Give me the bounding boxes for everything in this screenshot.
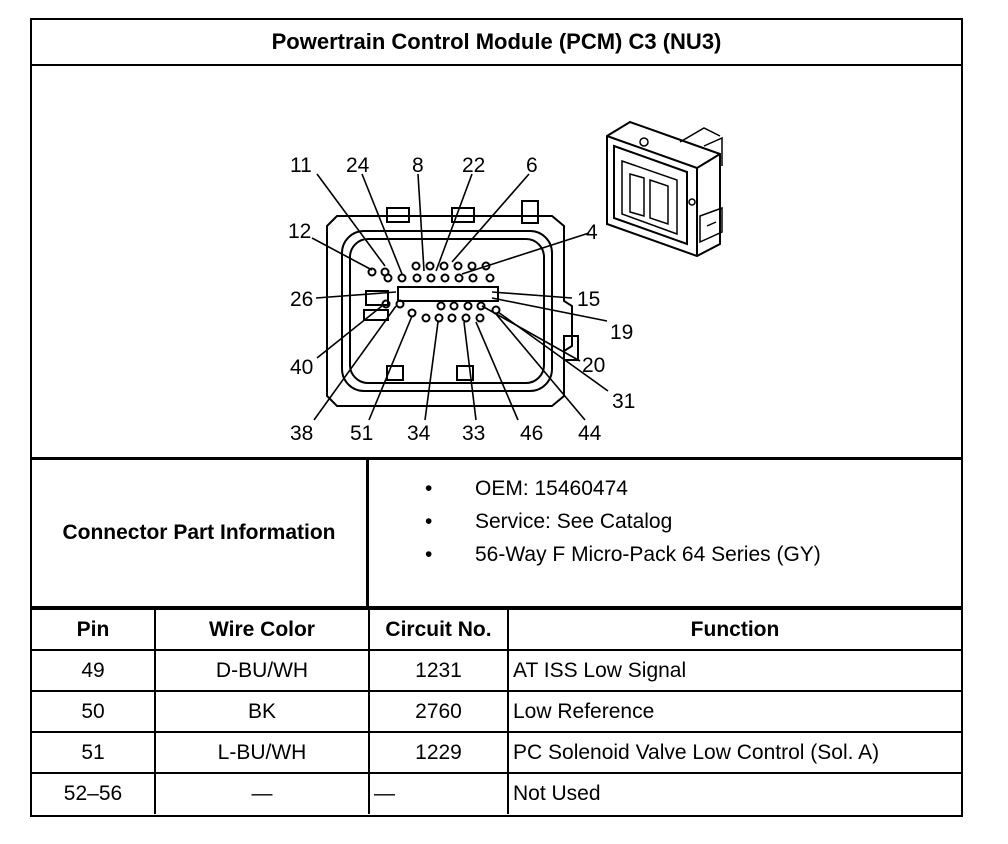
bullet-icon: • xyxy=(425,510,433,533)
cell-circuit-no: 1229 xyxy=(368,731,509,774)
pin-label-19: 19 xyxy=(610,321,633,344)
leader-4 xyxy=(461,232,590,275)
leader-31 xyxy=(497,311,609,392)
col-header-pin: Pin xyxy=(32,608,156,651)
pin-label-11: 11 xyxy=(290,154,312,177)
leader-20 xyxy=(481,305,581,362)
lock-tab xyxy=(451,207,475,223)
info-item-text: 56-Way F Micro-Pack 64 Series (GY) xyxy=(475,543,821,566)
leader-11 xyxy=(316,173,386,267)
cell-pin: 51 xyxy=(32,731,156,774)
pin-label-12: 12 xyxy=(288,220,311,243)
cell-function: Not Used xyxy=(507,772,961,814)
connector-3d-illustration xyxy=(606,120,723,258)
lock-tab xyxy=(386,207,410,223)
table-row: 49 D-BU/WH 1231 AT ISS Low Signal xyxy=(32,649,961,692)
leader-6 xyxy=(451,173,530,263)
leader-8 xyxy=(417,173,425,272)
pinout-sheet: Powertrain Control Module (PCM) C3 (NU3) xyxy=(30,18,963,817)
table-row: 50 BK 2760 Low Reference xyxy=(32,690,961,733)
side-latch xyxy=(563,335,579,361)
leader-26 xyxy=(315,291,397,299)
pin-label-33: 33 xyxy=(462,422,485,445)
col-header-wire-color: Wire Color xyxy=(154,608,370,651)
pin-label-24: 24 xyxy=(346,154,370,177)
pin-table: Pin Wire Color Circuit No. Function 49 D… xyxy=(32,608,961,814)
pin-label-46: 46 xyxy=(520,422,543,445)
info-item-service: • Service: See Catalog xyxy=(369,505,961,538)
leader-46 xyxy=(475,321,519,421)
pin-label-4: 4 xyxy=(586,221,598,244)
col-header-function: Function xyxy=(507,608,961,651)
table-row: 52–56 — — Not Used xyxy=(32,772,961,814)
leader-24 xyxy=(361,173,403,275)
cell-wire-color: — xyxy=(154,772,370,814)
cell-pin: 49 xyxy=(32,649,156,692)
leader-38 xyxy=(313,305,397,421)
pin-label-40: 40 xyxy=(290,356,313,379)
pin-label-34: 34 xyxy=(407,422,431,445)
info-item-text: Service: See Catalog xyxy=(475,510,673,533)
cell-wire-color: L-BU/WH xyxy=(154,731,370,774)
leader-33 xyxy=(463,321,477,421)
page-title: Powertrain Control Module (PCM) C3 (NU3) xyxy=(32,20,961,66)
bullet-icon: • xyxy=(425,477,433,500)
leader-19 xyxy=(491,297,608,322)
cell-wire-color: D-BU/WH xyxy=(154,649,370,692)
center-key xyxy=(397,286,499,302)
cell-circuit-no: 1231 xyxy=(368,649,509,692)
connector-part-info-list: • OEM: 15460474 • Service: See Catalog •… xyxy=(369,460,961,606)
leader-34 xyxy=(424,321,439,421)
leader-44 xyxy=(495,313,586,421)
pin-label-8: 8 xyxy=(412,154,424,177)
cell-wire-color: BK xyxy=(154,690,370,733)
leader-22 xyxy=(435,173,473,272)
pin-label-6: 6 xyxy=(526,154,538,177)
lock-tab xyxy=(386,365,404,381)
pin-label-44: 44 xyxy=(578,422,602,445)
connector-part-info: Connector Part Information • OEM: 154604… xyxy=(32,460,961,608)
info-item-text: OEM: 15460474 xyxy=(475,477,628,500)
cell-circuit-no: — xyxy=(368,772,509,814)
cell-pin: 52–56 xyxy=(32,772,156,814)
connector-face-drawing: 11 24 8 22 6 12 4 26 15 19 40 20 31 38 5… xyxy=(288,120,723,445)
pin-label-31: 31 xyxy=(612,390,635,413)
cell-function: AT ISS Low Signal xyxy=(507,649,961,692)
housing-inner-wall xyxy=(341,230,553,392)
cell-function: PC Solenoid Valve Low Control (Sol. A) xyxy=(507,731,961,774)
connector-part-info-label: Connector Part Information xyxy=(32,460,369,606)
connector-housing xyxy=(326,215,573,407)
pin-label-20: 20 xyxy=(582,354,605,377)
table-row: 51 L-BU/WH 1229 PC Solenoid Valve Low Co… xyxy=(32,731,961,774)
pin-label-15: 15 xyxy=(577,288,600,311)
connector-diagram: 11 24 8 22 6 12 4 26 15 19 40 20 31 38 5… xyxy=(32,66,961,460)
pin-label-26: 26 xyxy=(290,288,313,311)
cell-pin: 50 xyxy=(32,690,156,733)
leader-12 xyxy=(311,237,373,271)
info-item-type: • 56-Way F Micro-Pack 64 Series (GY) xyxy=(369,538,961,571)
pin-label-38: 38 xyxy=(290,422,313,445)
pin-label-22: 22 xyxy=(462,154,485,177)
info-item-oem: • OEM: 15460474 xyxy=(369,472,961,505)
bullet-icon: • xyxy=(425,543,433,566)
table-header-row: Pin Wire Color Circuit No. Function xyxy=(32,608,961,651)
side-latch xyxy=(521,200,539,224)
pin-label-51: 51 xyxy=(350,422,373,445)
leader-40 xyxy=(316,305,383,359)
cell-function: Low Reference xyxy=(507,690,961,733)
cell-circuit-no: 2760 xyxy=(368,690,509,733)
col-header-circuit-no: Circuit No. xyxy=(368,608,509,651)
lock-tab xyxy=(456,365,474,381)
key-slot xyxy=(365,290,389,306)
leader-15 xyxy=(491,291,573,299)
leader-51 xyxy=(368,315,413,421)
